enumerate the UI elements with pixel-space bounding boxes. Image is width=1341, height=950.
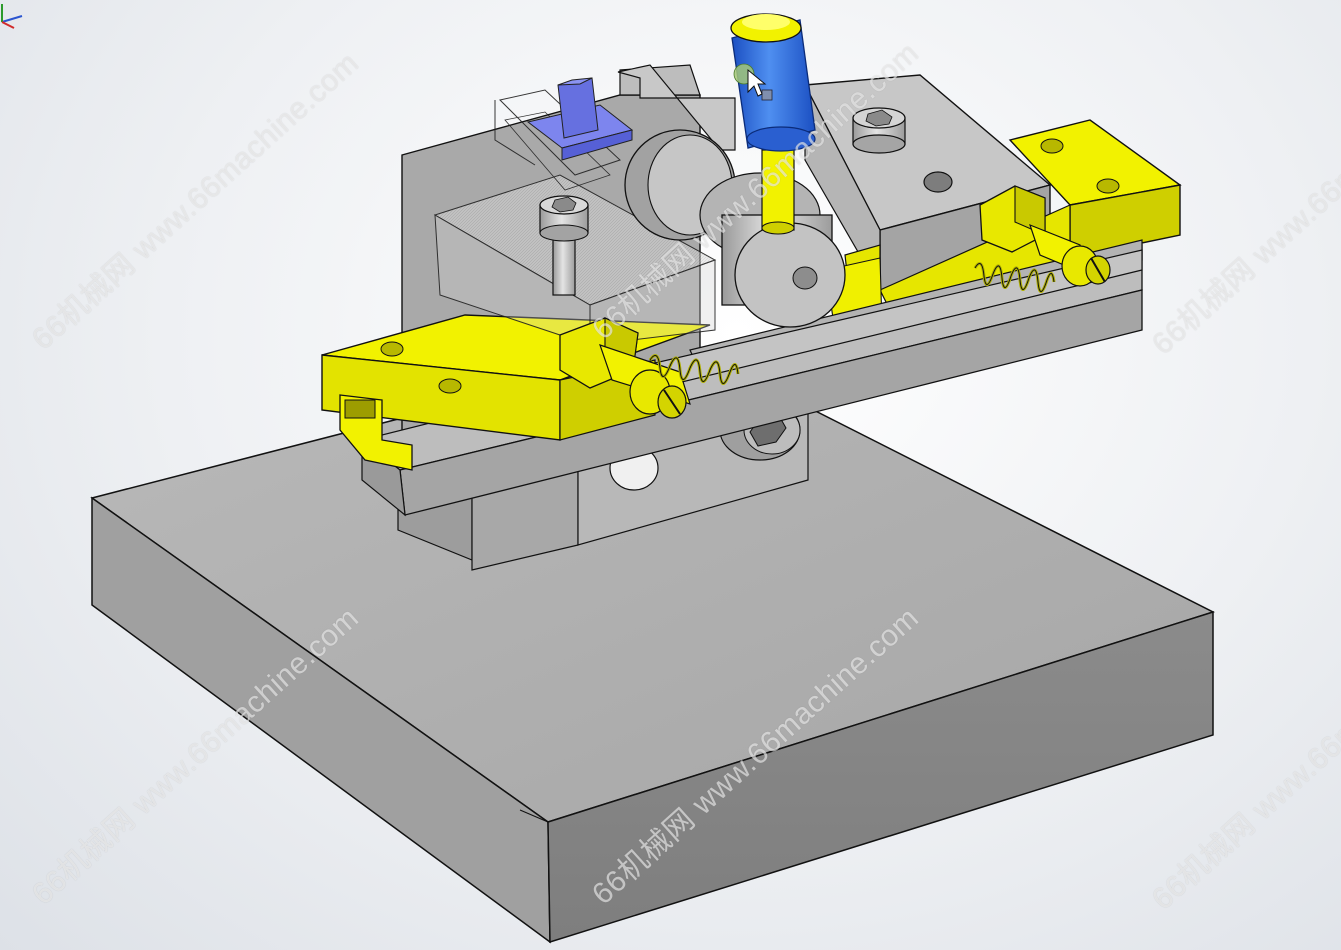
mounting-hole: [438, 378, 462, 394]
left-plunger-assembly[interactable]: [559, 317, 740, 419]
socket-head-cap-screw-right[interactable]: [852, 107, 906, 154]
socket-head-cap-screw-left[interactable]: [539, 195, 589, 296]
tapped-hole: [923, 171, 953, 193]
right-plunger-assembly[interactable]: [973, 185, 1111, 293]
preview-key-block[interactable]: [526, 77, 634, 161]
t-slot: [344, 399, 376, 419]
coil-spring-right: [973, 262, 1056, 293]
right-yellow-jaw[interactable]: [825, 119, 1182, 333]
mounting-hole: [380, 341, 404, 357]
arrow-cursor-icon: [747, 68, 767, 97]
cam-handle[interactable]: [730, 13, 816, 235]
eccentric-cam[interactable]: [624, 129, 846, 328]
move-handle-icon[interactable]: [761, 89, 773, 101]
axis-triad-icon: [1, 4, 23, 29]
coil-spring-left: [648, 354, 740, 385]
handle-grip-selected[interactable]: [730, 13, 816, 152]
